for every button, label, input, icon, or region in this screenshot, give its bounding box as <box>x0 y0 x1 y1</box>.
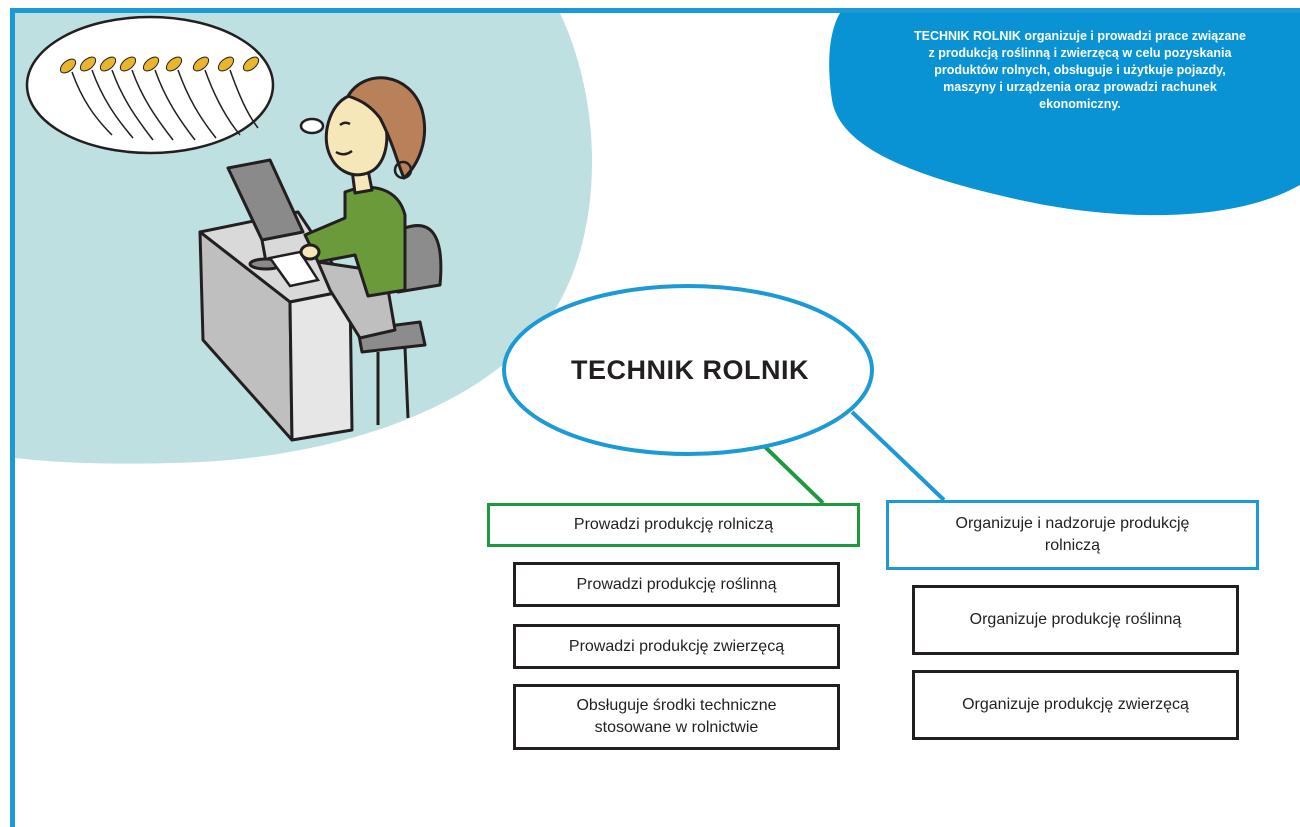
frame-left-border <box>10 8 15 827</box>
keyboard <box>267 250 321 288</box>
left-connector <box>758 440 825 505</box>
right-branch-item: Organizuje produkcję zwierzęcą <box>912 670 1239 740</box>
right-connector <box>850 410 946 502</box>
wheat-icon <box>71 69 259 141</box>
person-figure <box>299 76 427 340</box>
right-branch-header: Organizuje i nadzoruje produkcję rolnicz… <box>886 500 1259 570</box>
diagram-title: TECHNIK ROLNIK <box>571 354 809 385</box>
right-branch-item: Organizuje produkcję roślinną <box>912 585 1239 655</box>
title-ellipse <box>502 284 874 456</box>
description-blob <box>829 13 1300 216</box>
hair-curl <box>393 160 413 180</box>
profession-description: TECHNIK ROLNIK organizuje i prowadzi pra… <box>914 29 1246 111</box>
thought-bubble <box>25 15 325 155</box>
left-branch-item: Prowadzi produkcję roślinną <box>513 562 840 607</box>
left-branch-header: Prowadzi produkcję rolniczą <box>487 503 860 547</box>
face-details <box>335 121 353 156</box>
wheat-ears <box>59 56 260 74</box>
frame-top-border <box>10 8 1300 13</box>
left-branch-item: Obsługuje środki techniczne stosowane w … <box>513 684 840 750</box>
left-branch-item: Prowadzi produkcję zwierzęcą <box>513 624 840 669</box>
